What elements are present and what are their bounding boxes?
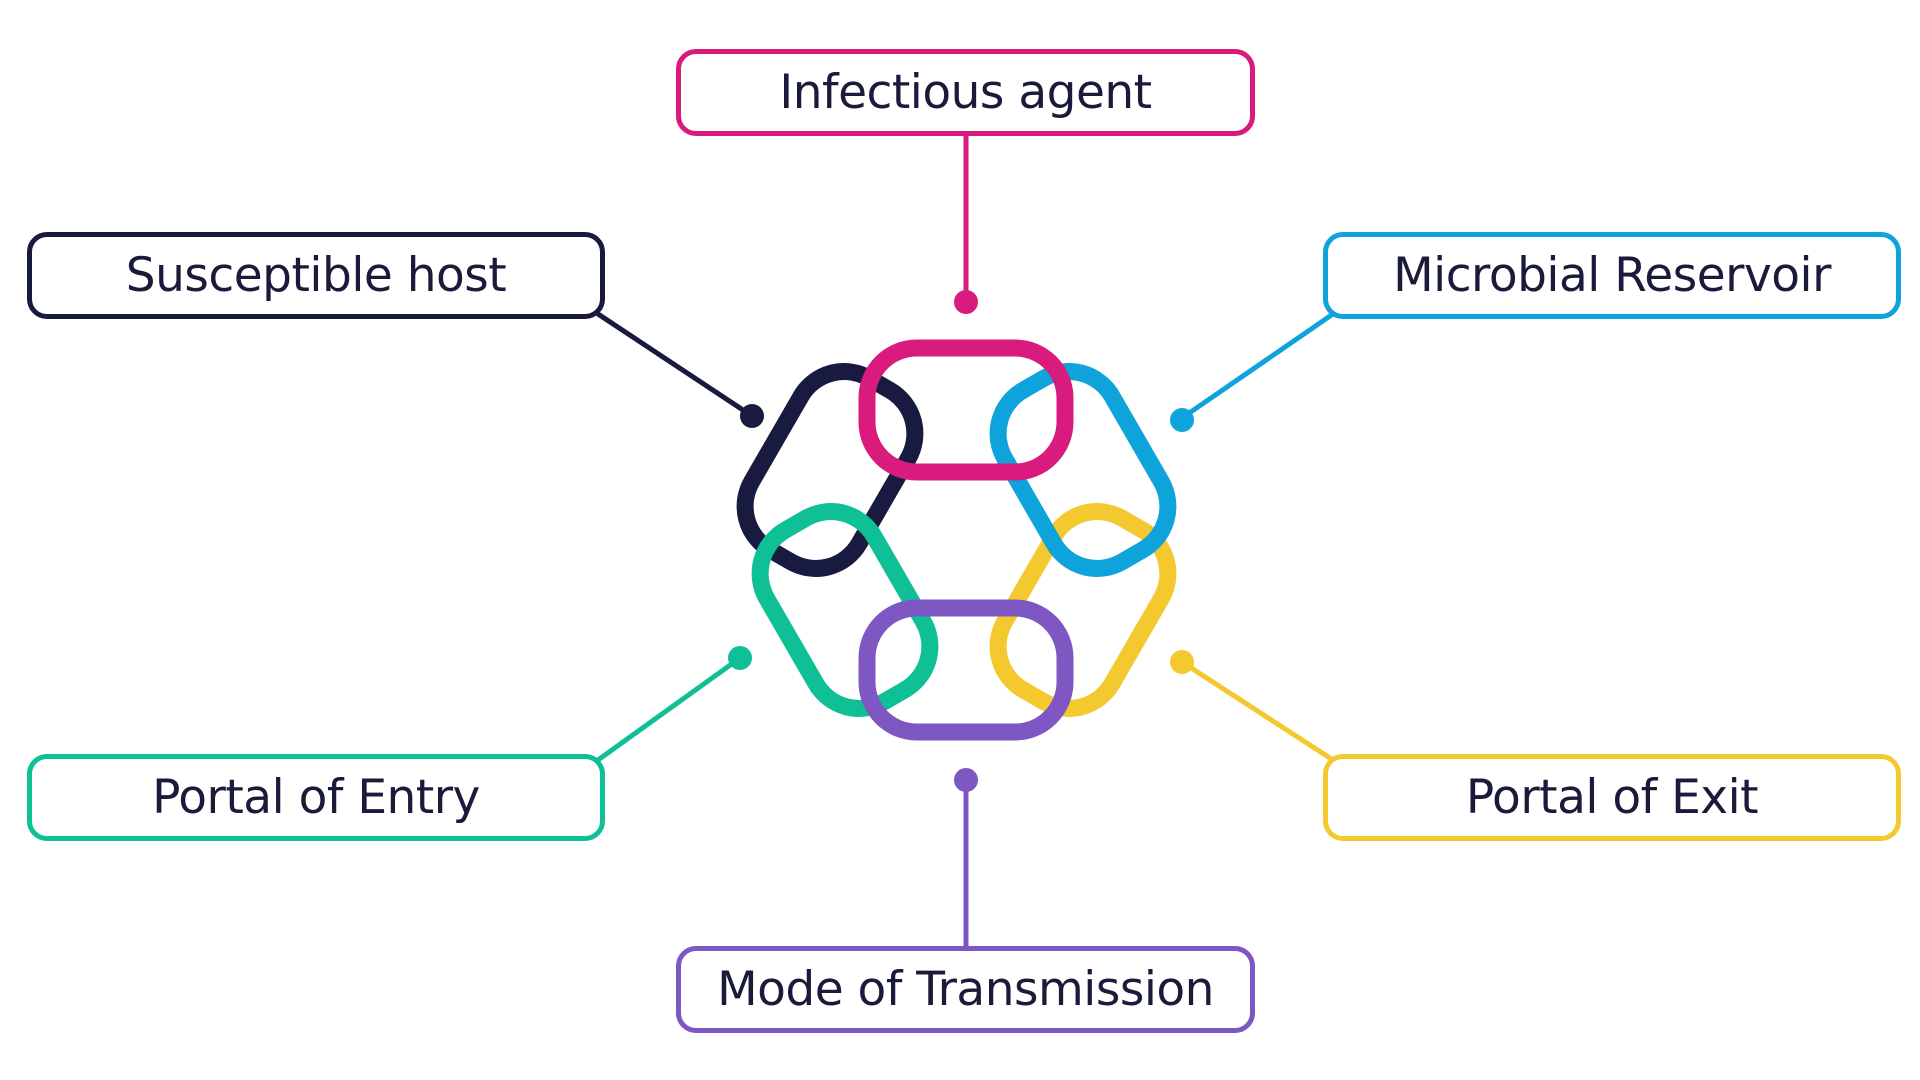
label-microbial-reservoir: Microbial Reservoir xyxy=(1323,232,1901,319)
label-susceptible-host: Susceptible host xyxy=(27,232,605,319)
link-reservoir xyxy=(989,363,1177,577)
connector-host xyxy=(595,311,755,419)
link-host xyxy=(736,363,924,577)
dot-reservoir xyxy=(1170,408,1194,432)
label-portal-of-exit: Portal of Exit xyxy=(1323,754,1901,841)
connector-entry xyxy=(595,655,743,763)
connector-lines xyxy=(595,133,1336,949)
dot-exit xyxy=(1170,650,1194,674)
link-entry xyxy=(751,503,939,717)
label-portal-of-entry: Portal of Entry xyxy=(27,754,605,841)
connector-reservoir xyxy=(1179,311,1336,421)
chain-links xyxy=(736,339,1177,741)
dot-transmission xyxy=(954,768,978,792)
dot-entry xyxy=(728,646,752,670)
dot-host xyxy=(740,404,764,428)
dot-infectious xyxy=(954,290,978,314)
link-infectious xyxy=(858,339,1074,481)
link-exit xyxy=(989,503,1177,717)
label-infectious-agent: Infectious agent xyxy=(676,49,1255,136)
label-mode-of-transmission: Mode of Transmission xyxy=(676,946,1255,1033)
connector-exit xyxy=(1179,659,1336,763)
connector-dots xyxy=(728,290,1194,792)
link-transmission xyxy=(858,599,1074,741)
